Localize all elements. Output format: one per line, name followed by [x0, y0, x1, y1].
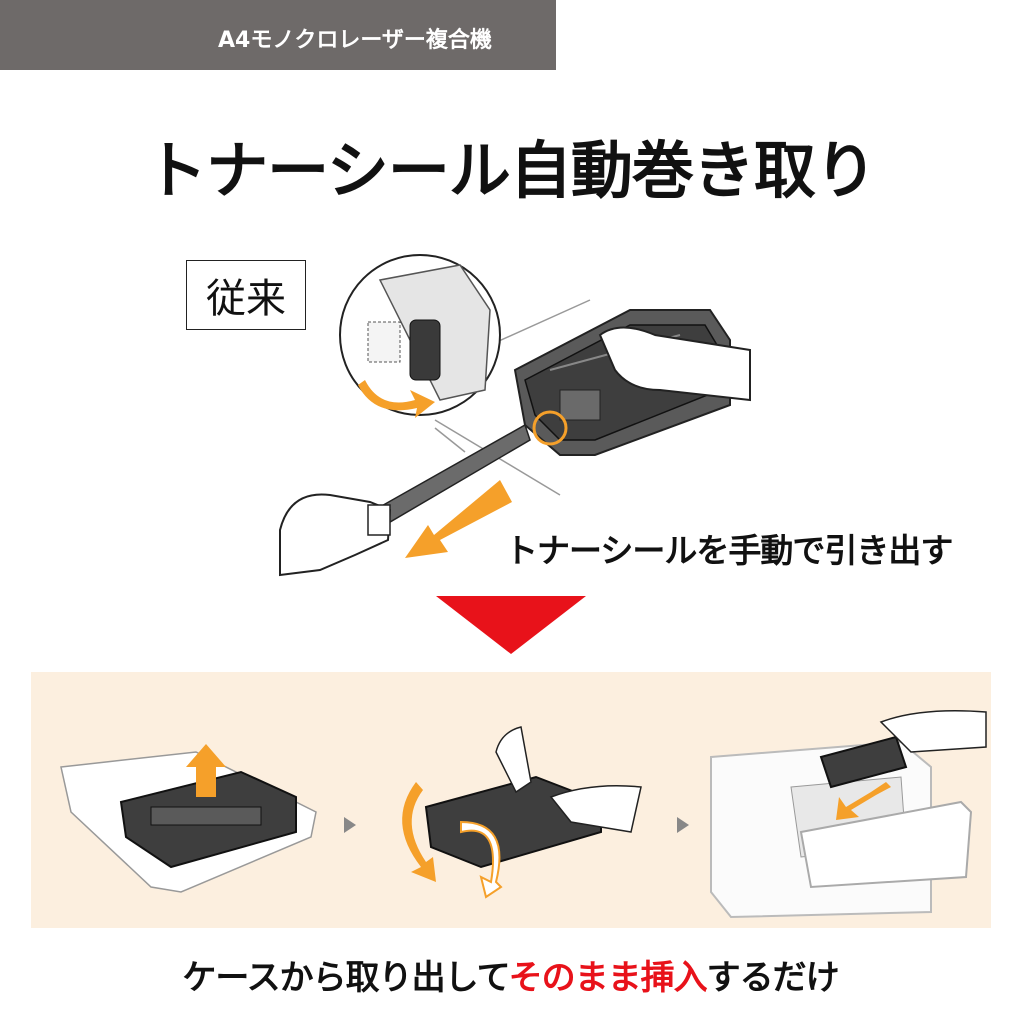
seal-tab-highlight: [532, 410, 568, 446]
new-method-panel: [31, 672, 991, 928]
orange-rotate-arrows-icon: [402, 782, 436, 882]
category-badge-label: A4モノクロレーザー複合機: [218, 28, 492, 53]
hand-on-cartridge: [598, 326, 751, 402]
page-title: トナーシール自動巻き取り: [145, 134, 877, 207]
orange-rotate-arrow-icon: [358, 380, 435, 418]
new-method-illustration: [60, 710, 987, 919]
step3-insert-illustration: [710, 710, 987, 919]
bottom-caption: ケースから取り出してそのまま挿入するだけ: [0, 950, 1021, 999]
red-down-triangle-icon: [436, 596, 586, 654]
orange-pull-arrow-icon: [405, 480, 512, 558]
orange-insert-arrow-icon: [836, 782, 891, 820]
step-chevron-icon: [344, 817, 356, 833]
step2-shake-illustration: [402, 726, 642, 899]
bottom-caption-prefix: ケースから取り出して: [182, 958, 509, 998]
hand-pulling-seal: [279, 493, 392, 577]
manual-seal-illustration: [279, 254, 751, 577]
legacy-label: 従来: [186, 260, 306, 330]
toner-seal-strip: [377, 423, 531, 527]
bottom-caption-highlight: そのまま挿入: [508, 958, 708, 998]
step-chevron-icon: [677, 817, 689, 833]
magnified-detail: [339, 254, 501, 418]
orange-up-arrow-icon: [186, 744, 226, 797]
bottom-caption-suffix: するだけ: [706, 958, 840, 998]
manual-pull-caption: トナーシールを手動で引き出す: [505, 531, 953, 570]
step1-unpack-illustration: [60, 744, 317, 893]
legacy-label-text: 従来: [206, 276, 286, 322]
category-badge: A4モノクロレーザー複合機: [0, 0, 556, 70]
seal-grip-tab: [367, 504, 391, 536]
